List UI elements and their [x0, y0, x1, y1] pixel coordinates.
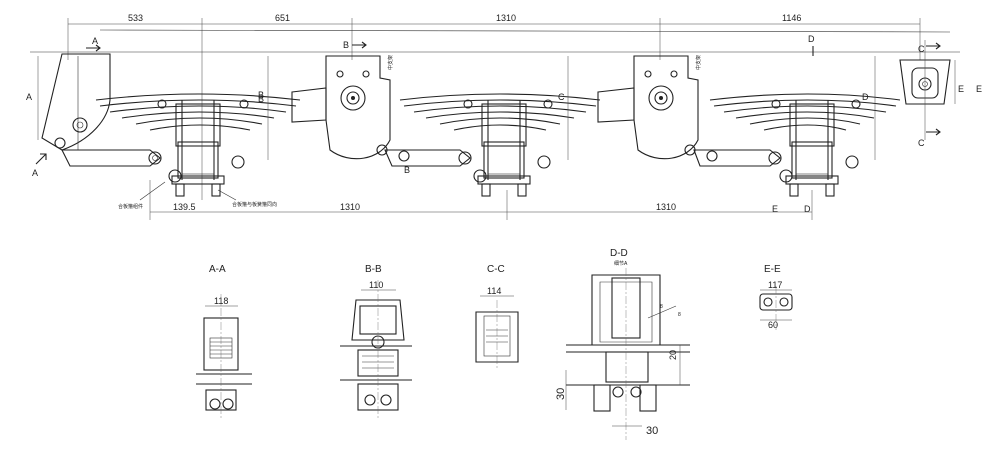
hanger-note-2: 中支架 [695, 55, 702, 70]
axle-seat-1 [157, 99, 249, 197]
torque-rod-2 [384, 149, 487, 183]
label-c: C [558, 92, 565, 102]
marker-c-bot: C [918, 138, 925, 148]
section-e-e-dim-0: 117 [768, 280, 782, 290]
section-d-d-dim-30-h: 30 [646, 425, 658, 437]
middle-hanger-2: 中支架 [597, 55, 702, 160]
axle-seat-2 [463, 99, 553, 197]
marker-a-top: A [92, 36, 98, 46]
hanger-note-1: 中支架 [387, 55, 394, 70]
left-height-dims: A [26, 56, 39, 140]
axle-seat-3 [771, 99, 861, 197]
section-c-c-title: C-C [487, 264, 505, 275]
dim-139-5: 139.5 [173, 202, 196, 212]
dim-1310-left: 1310 [340, 202, 360, 212]
bottom-dimension-chain: 139.5 1310 1310 [149, 180, 813, 220]
section-d-d: D-D 细节A 20 30 30 8 8 [555, 248, 690, 440]
leaf-spring-1 [95, 93, 301, 131]
section-d-d-dim-30-v: 30 [555, 388, 567, 400]
torque-rod-1 [61, 149, 182, 183]
section-b-b-dim-0: 110 [369, 280, 383, 290]
section-a-a: A-A 118 [196, 264, 252, 420]
label-b: B [258, 90, 264, 100]
section-d-d-weld-2: 8 [678, 312, 681, 318]
height-dim-b: B [258, 56, 269, 160]
leaf-spring-3 [709, 93, 901, 131]
section-d-d-dim-20: 20 [668, 350, 678, 360]
section-d-d-weld-1: 8 [660, 304, 663, 310]
section-e-e-title: E-E [764, 264, 781, 275]
marker-d-bot: D [804, 204, 811, 214]
section-a-a-title: A-A [209, 264, 226, 275]
marker-b-top: B [343, 40, 349, 50]
section-c-c: C-C 114 [475, 264, 519, 370]
label-d: D [862, 92, 869, 102]
height-dim-d: D [862, 56, 876, 160]
label-e: E [958, 84, 964, 94]
label-a: A [26, 92, 32, 102]
torque-rod-3 [693, 149, 793, 183]
rear-hanger: E [899, 40, 964, 140]
marker-e-right: E [976, 84, 982, 94]
dim-1310-top: 1310 [496, 13, 516, 23]
marker-c-top: C [918, 44, 925, 54]
dim-1310-right: 1310 [656, 202, 676, 212]
leaf-spring-2 [399, 93, 601, 131]
marker-b-mid: B [258, 94, 264, 104]
front-hanger [41, 53, 111, 151]
bottom-note: 合板箍与板簧箍同向 [232, 201, 277, 208]
dim-533: 533 [128, 13, 143, 23]
section-d-d-note: 细节A [614, 260, 628, 267]
middle-hanger-1: 中支架 [291, 55, 394, 160]
section-markers: A A B B B C C D D E E [32, 34, 982, 214]
section-b-b-title: B-B [365, 264, 382, 275]
section-e-e-dim-1: 60 [768, 320, 778, 330]
section-e-e: E-E 117 60 [759, 264, 793, 330]
height-dim-c: C [558, 56, 569, 160]
section-d-d-title: D-D [610, 248, 628, 259]
top-dimension-chain: 533 651 1310 1146 [30, 13, 960, 200]
marker-e-bot: E [772, 204, 778, 214]
marker-a-bottom: A [32, 168, 38, 178]
section-b-b: B-B 110 [340, 264, 412, 420]
dim-651: 651 [275, 13, 290, 23]
section-c-c-dim-0: 114 [487, 286, 501, 296]
dim-1146: 1146 [782, 13, 801, 23]
bottom-annotations: 合板箍组件 合板箍与板簧箍同向 [118, 181, 277, 210]
marker-b-bot: B [404, 165, 410, 175]
left-note: 合板箍组件 [118, 203, 143, 210]
marker-d-top: D [808, 34, 815, 44]
